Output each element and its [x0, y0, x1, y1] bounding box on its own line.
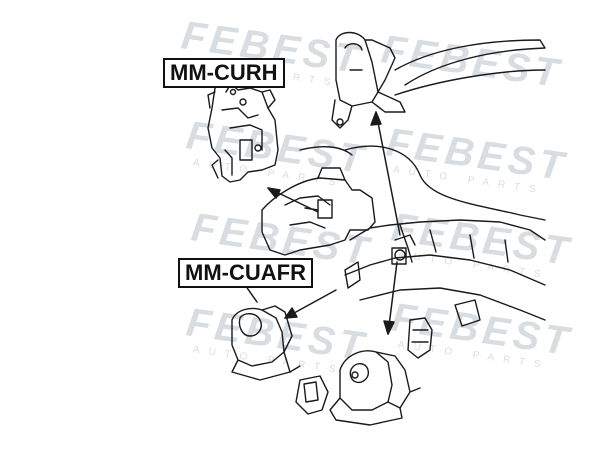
mount-curh-part	[207, 81, 279, 183]
arrow-cuafr-head	[284, 307, 298, 319]
arrow-top-right-head	[370, 111, 382, 126]
arrow-top-right-line	[375, 111, 401, 236]
line-art	[207, 31, 546, 426]
mount-bottom-right	[295, 350, 421, 426]
engine-block	[261, 167, 376, 256]
part-label-cuafr: MM-CUAFR	[178, 258, 313, 288]
watermark-top-right: FEBEST	[379, 27, 565, 96]
pointer-arrows	[225, 81, 401, 335]
vehicle-body-outline	[299, 39, 546, 221]
watermark-brand: FEBEST	[379, 27, 565, 96]
watermark-bottom-right: FEBEST AUTO PARTS	[389, 295, 575, 371]
arrow-curh-head	[267, 187, 281, 199]
mount-cuafr-part	[231, 305, 301, 381]
part-label-curh: MM-CURH	[163, 58, 285, 88]
mount-top-right	[331, 31, 406, 129]
arrow-bottom-right-head	[383, 320, 395, 335]
